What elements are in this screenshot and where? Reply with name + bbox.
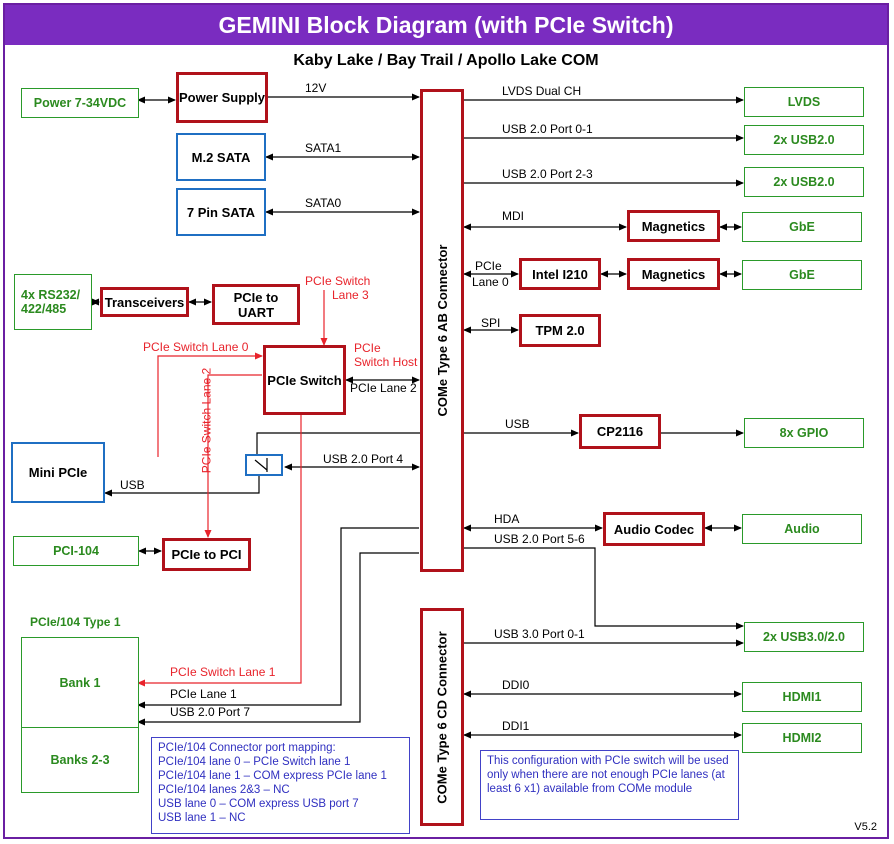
- line-usb-mini: [104, 476, 260, 497]
- usb2-b-block: 2x USB2.0: [744, 167, 864, 197]
- label-sw-lane3-a: PCIe Switch: [305, 274, 371, 288]
- gbe2-block: GbE: [742, 260, 862, 290]
- sata-7pin-block: 7 Pin SATA: [176, 188, 266, 236]
- usb-switch-icon: [245, 454, 283, 476]
- rs232-block: 4x RS232/ 422/485: [14, 274, 92, 330]
- label-sw-lane3-b: Lane 3: [332, 288, 369, 302]
- label-usb-port4: USB 2.0 Port 4: [323, 452, 404, 466]
- intel-i210-block: Intel I210: [519, 258, 601, 290]
- lvds-block: LVDS: [744, 87, 864, 117]
- transceivers-block: Transceivers: [100, 287, 189, 317]
- label-pcie: PCIe: [475, 259, 502, 273]
- power-supply-block: Power Supply: [176, 72, 268, 123]
- gpio-block: 8x GPIO: [744, 418, 864, 448]
- power-input-block: Power 7-34VDC: [21, 88, 139, 118]
- label-pcie-lane1: PCIe Lane 1: [170, 687, 237, 701]
- label-sw-host-b: Switch Host: [354, 355, 418, 369]
- label-sw-lane2: PCIe Switch Lane 2: [199, 367, 214, 474]
- magnetics1-block: Magnetics: [627, 210, 720, 242]
- connection-lines: [91, 93, 744, 739]
- pcie104-type-label: PCIe/104 Type 1: [30, 615, 121, 629]
- label-sata0: SATA0: [305, 196, 342, 210]
- line-sw-lane1: [137, 415, 302, 687]
- label-hda: HDA: [494, 512, 520, 526]
- tpm-block: TPM 2.0: [519, 314, 601, 347]
- hdmi2-block: HDMI2: [742, 723, 862, 753]
- line-pcie-lane1: [137, 527, 419, 709]
- line-sw-lane2: [204, 374, 262, 538]
- port-mapping-note: PCIe/104 Connector port mapping: PCIe/10…: [151, 737, 410, 834]
- line-usb-cp2116: [256, 429, 579, 464]
- pci104-block: PCI-104: [13, 536, 139, 566]
- label-12v: 12V: [305, 81, 327, 95]
- label-mdi: MDI: [502, 209, 524, 223]
- label-usb56: USB 2.0 Port 5-6: [494, 532, 585, 546]
- m2-sata-block: M.2 SATA: [176, 133, 266, 181]
- label-usb-mini: USB: [120, 478, 145, 492]
- banks23-block: Banks 2-3: [21, 727, 139, 793]
- mini-pcie-block: Mini PCIe: [11, 442, 105, 503]
- label-pcie-lane2: PCIe Lane 2: [350, 381, 417, 395]
- label-sw-host-a: PCIe: [354, 341, 381, 355]
- magnetics2-block: Magnetics: [627, 258, 720, 290]
- label-lvds-dual: LVDS Dual CH: [502, 84, 582, 98]
- label-sata1: SATA1: [305, 141, 342, 155]
- cp2116-block: CP2116: [579, 414, 661, 449]
- label-usb3: USB 3.0 Port 0-1: [494, 627, 585, 641]
- usb2-a-block: 2x USB2.0: [744, 125, 864, 155]
- line-usb56: [464, 547, 744, 630]
- come-ab-label: COMe Type 6 AB Connector: [434, 244, 450, 417]
- pcie-switch-block: PCIe Switch: [263, 345, 346, 415]
- label-ddi1: DDI1: [502, 719, 530, 733]
- come-cd-label: COMe Type 6 CD Connector: [434, 630, 450, 804]
- label-usb01: USB 2.0 Port 0-1: [502, 122, 593, 136]
- diagram-title: GEMINI Block Diagram (with PCIe Switch): [5, 5, 887, 45]
- hdmi1-block: HDMI1: [742, 682, 862, 712]
- label-sw-lane1: PCIe Switch Lane 1: [170, 665, 276, 679]
- label-spi: SPI: [481, 316, 501, 330]
- pcie-to-uart-block: PCIe to UART: [212, 284, 300, 325]
- label-usb-port7: USB 2.0 Port 7: [170, 705, 251, 719]
- bank1-block: Bank 1: [21, 637, 139, 728]
- config-note: This configuration with PCIe switch will…: [480, 750, 739, 820]
- pcie-to-pci-block: PCIe to PCI: [162, 538, 251, 571]
- mapping-line: USB lane 1 – NC: [158, 812, 246, 824]
- mapping-line: PCIe/104 Connector port mapping:: [158, 742, 336, 754]
- usb3-block: 2x USB3.0/2.0: [744, 622, 864, 652]
- diagram-subtitle: Kaby Lake / Bay Trail / Apollo Lake COM: [293, 52, 599, 69]
- gbe1-block: GbE: [742, 212, 862, 242]
- mapping-line: USB lane 0 – COM express USB port 7: [158, 798, 359, 810]
- audio-codec-block: Audio Codec: [603, 512, 705, 546]
- mapping-line: PCIe/104 lane 1 – COM express PCIe lane …: [158, 770, 387, 782]
- mapping-line: PCIe/104 lanes 2&3 – NC: [158, 784, 290, 796]
- label-lane0: Lane 0: [472, 275, 509, 289]
- label-ddi0: DDI0: [502, 678, 530, 692]
- version-label: V5.2: [854, 821, 877, 833]
- line-sw-lane0: [157, 352, 263, 457]
- label-sw-lane0: PCIe Switch Lane 0: [143, 340, 249, 354]
- come-ab-connector: COMe Type 6 AB Connector: [420, 89, 464, 572]
- audio-block: Audio: [742, 514, 862, 544]
- come-cd-connector: COMe Type 6 CD Connector: [420, 608, 464, 826]
- label-usb-cp: USB: [505, 417, 530, 431]
- diagram-frame: GEMINI Block Diagram (with PCIe Switch) …: [3, 3, 889, 839]
- label-usb23: USB 2.0 Port 2-3: [502, 167, 593, 181]
- line-usb-port7: [137, 552, 419, 726]
- mapping-line: PCIe/104 lane 0 – PCIe Switch lane 1: [158, 756, 351, 768]
